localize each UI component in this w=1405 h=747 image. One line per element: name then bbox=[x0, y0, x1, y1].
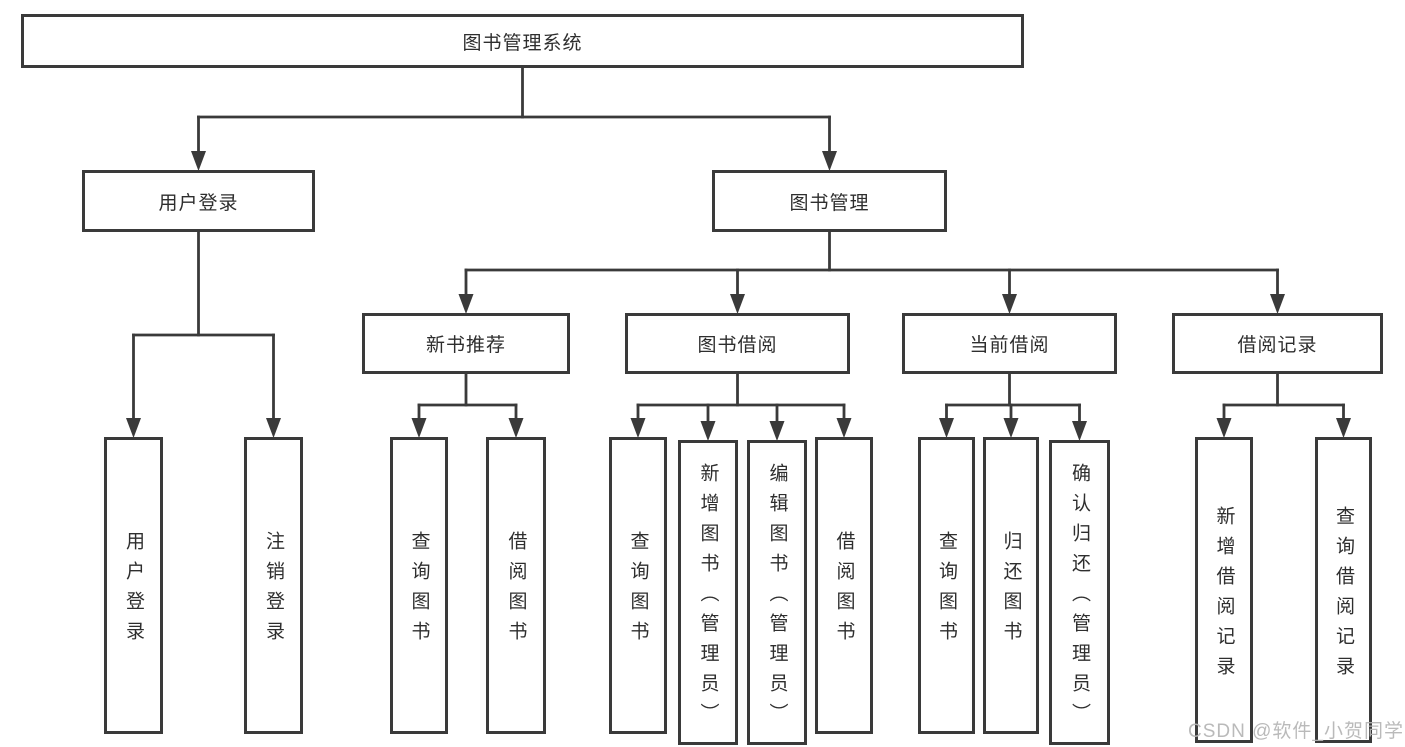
node-borrow-books-1-label: 借阅图书 bbox=[505, 531, 527, 651]
node-confirm-return-admin: 确认归还（管理员） bbox=[1049, 440, 1110, 745]
node-user-login: 用户登录 bbox=[82, 170, 315, 232]
node-add-borrow-record: 新增借阅记录 bbox=[1195, 437, 1253, 743]
node-add-borrow-record-label: 新增借阅记录 bbox=[1213, 505, 1235, 686]
node-borrow-books-1: 借阅图书 bbox=[486, 437, 546, 734]
node-confirm-return-admin-label: 确认归还（管理员） bbox=[1069, 463, 1090, 733]
node-book-borrowing: 图书借阅 bbox=[625, 313, 850, 374]
node-add-books-admin: 新增图书（管理员） bbox=[678, 440, 738, 745]
node-book-borrowing-label: 图书借阅 bbox=[697, 335, 778, 356]
node-edit-books-admin: 编辑图书（管理员） bbox=[747, 440, 807, 745]
node-book-management-label: 图书管理 bbox=[789, 192, 870, 214]
node-query-books-2: 查询图书 bbox=[609, 437, 667, 734]
node-return-books: 归还图书 bbox=[983, 437, 1039, 734]
node-borrow-books-2: 借阅图书 bbox=[815, 437, 873, 734]
node-new-book-recommend-label: 新书推荐 bbox=[425, 335, 506, 356]
node-query-books-2-label: 查询图书 bbox=[627, 531, 649, 651]
node-borrowing-records: 借阅记录 bbox=[1172, 313, 1383, 374]
node-edit-books-admin-label: 编辑图书（管理员） bbox=[766, 463, 788, 733]
node-book-management: 图书管理 bbox=[712, 170, 947, 232]
node-user-login-leaf: 用户登录 bbox=[104, 437, 163, 734]
node-query-books-1-label: 查询图书 bbox=[408, 531, 430, 651]
node-query-borrow-record-label: 查询借阅记录 bbox=[1333, 505, 1354, 686]
node-borrowing-records-label: 借阅记录 bbox=[1237, 335, 1318, 356]
node-return-books-label: 归还图书 bbox=[1000, 531, 1022, 651]
node-logout-label: 注销登录 bbox=[263, 531, 284, 651]
node-logout: 注销登录 bbox=[244, 437, 303, 734]
node-new-book-recommend: 新书推荐 bbox=[362, 313, 570, 374]
node-query-borrow-record: 查询借阅记录 bbox=[1315, 437, 1372, 743]
node-user-login-label: 用户登录 bbox=[158, 192, 239, 214]
node-library-system: 图书管理系统 bbox=[21, 14, 1024, 68]
node-query-books-3: 查询图书 bbox=[918, 437, 975, 734]
node-current-borrowing-label: 当前借阅 bbox=[969, 335, 1050, 356]
csdn-watermark: CSDN @软件_小贺同学 bbox=[1188, 721, 1404, 742]
node-library-system-label: 图书管理系统 bbox=[462, 32, 583, 54]
node-borrow-books-2-label: 借阅图书 bbox=[833, 531, 855, 651]
node-add-books-admin-label: 新增图书（管理员） bbox=[697, 463, 719, 733]
node-user-login-leaf-label: 用户登录 bbox=[123, 531, 144, 651]
node-query-books-1: 查询图书 bbox=[390, 437, 448, 734]
node-query-books-3-label: 查询图书 bbox=[936, 531, 957, 651]
node-current-borrowing: 当前借阅 bbox=[902, 313, 1117, 374]
